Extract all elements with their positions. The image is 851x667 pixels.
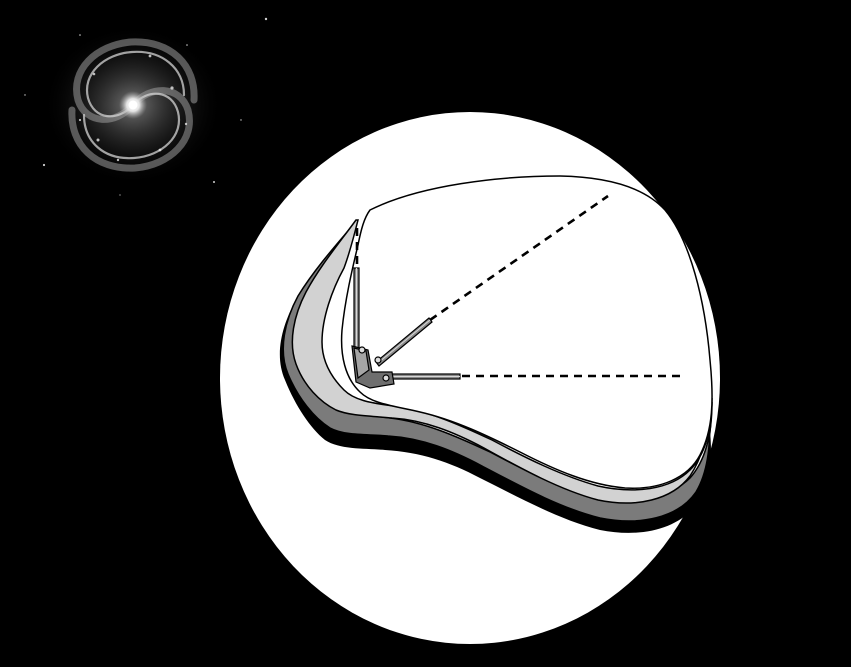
spiral-galaxy bbox=[43, 25, 223, 185]
star-field bbox=[24, 17, 268, 196]
dashed-rays bbox=[355, 194, 680, 378]
joint-vertical bbox=[358, 346, 366, 354]
earth-surface bbox=[340, 175, 713, 489]
gyroscope-instrument bbox=[351, 267, 461, 389]
joint-horizontal bbox=[382, 374, 390, 382]
joint-diagonal bbox=[374, 356, 382, 364]
